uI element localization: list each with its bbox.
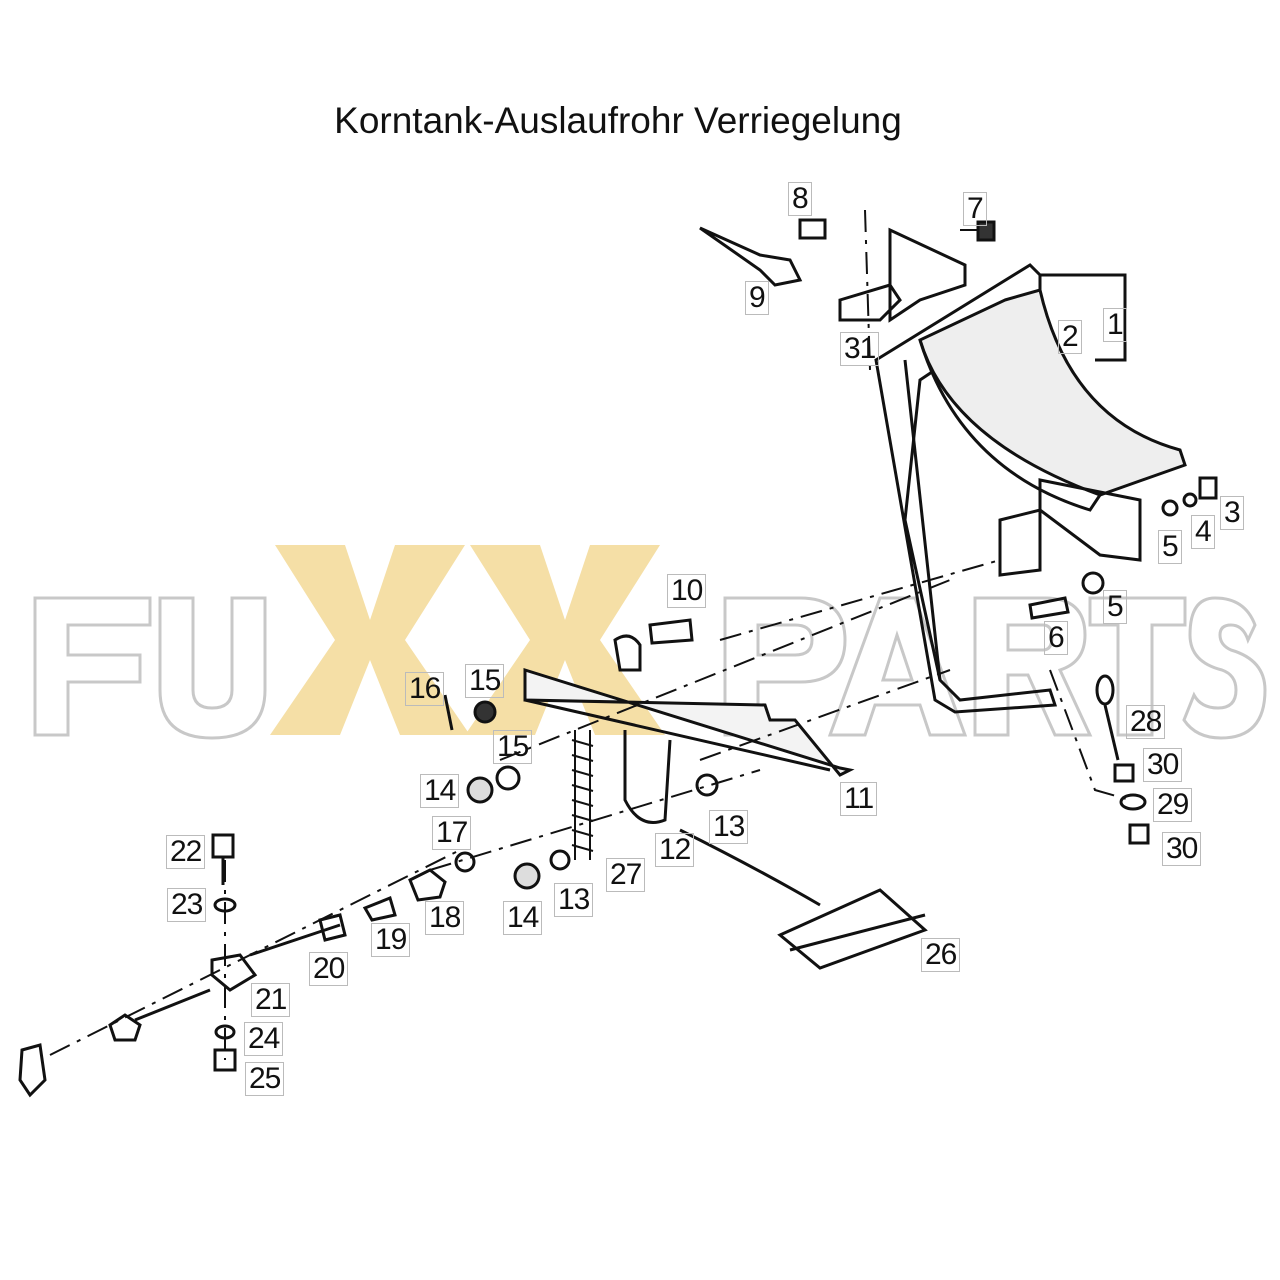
watermark-letter-f — [33, 596, 152, 737]
callout-11: 11 — [840, 782, 878, 816]
callout-16: 16 — [405, 672, 445, 706]
callout-7: 7 — [963, 192, 987, 226]
callout-29: 29 — [1153, 788, 1193, 822]
callout-28: 28 — [1126, 705, 1166, 739]
callout-10: 10 — [667, 574, 707, 608]
watermark-letter-t — [1088, 596, 1187, 737]
watermark-letter-x — [270, 545, 470, 735]
callout-12: 12 — [655, 833, 695, 867]
callout-26: 26 — [921, 938, 961, 972]
callout-19: 19 — [371, 923, 411, 957]
callout-31: 31 — [840, 332, 880, 366]
callout-14b: 14 — [503, 901, 543, 935]
callout-13b: 13 — [554, 883, 594, 917]
watermark-letter-x — [465, 545, 665, 735]
callout-30: 30 — [1143, 748, 1183, 782]
callout-15b: 15 — [493, 730, 533, 764]
callout-27: 27 — [606, 858, 646, 892]
callout-5: 5 — [1158, 530, 1182, 564]
callout-23: 23 — [167, 888, 207, 922]
watermark-letter-a — [827, 596, 968, 737]
callout-2: 2 — [1058, 320, 1082, 354]
watermark-letter-s — [1182, 596, 1267, 740]
callout-6: 6 — [1044, 621, 1068, 655]
watermark-letter-u — [158, 596, 267, 740]
callout-9: 9 — [745, 281, 769, 315]
callout-22: 22 — [166, 835, 206, 869]
callout-5b: 5 — [1103, 590, 1127, 624]
callout-21: 21 — [251, 983, 291, 1017]
callout-20: 20 — [309, 952, 349, 986]
callout-25: 25 — [245, 1062, 285, 1096]
callout-4: 4 — [1191, 515, 1215, 549]
callout-13: 13 — [709, 810, 749, 844]
watermark-letter-p — [723, 596, 847, 737]
callout-14: 14 — [420, 774, 460, 808]
callout-15: 15 — [465, 664, 505, 698]
callout-8: 8 — [788, 182, 812, 216]
callout-1: 1 — [1103, 308, 1127, 342]
callout-17: 17 — [432, 816, 472, 850]
callout-24: 24 — [244, 1022, 284, 1056]
callout-3: 3 — [1220, 496, 1244, 530]
callout-18: 18 — [425, 901, 465, 935]
callout-30b: 30 — [1162, 832, 1202, 866]
diagram-title: Korntank-Auslaufrohr Verriegelung — [334, 100, 902, 141]
